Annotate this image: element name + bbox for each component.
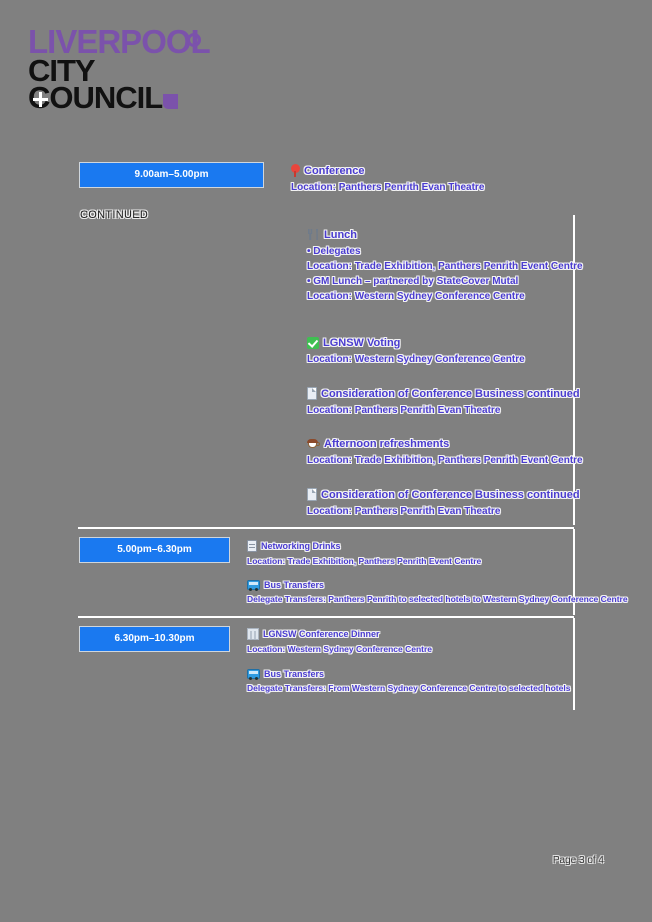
event-title-row: Bus Transfers (247, 669, 570, 680)
time-badge-label: 9.00am–5.00pm (79, 162, 264, 188)
column-rule-bottom (573, 618, 575, 710)
event-title: Consideration of Conference Business con… (321, 387, 580, 400)
event-conference-business-2: Consideration of Conference Business con… (307, 488, 580, 517)
event-title: LGNSW Voting (323, 337, 401, 349)
building-icon (247, 628, 259, 640)
event-location: Location: Panthers Penrith Evan Theatre (291, 182, 485, 193)
logo-text-council: COUNCIL (28, 79, 163, 115)
logo-line-council: COUNCIL (28, 82, 179, 113)
section-divider-1 (78, 527, 574, 529)
event-location: Location: Trade Exhibition, Panthers Pen… (307, 261, 583, 272)
event-title-row: Networking Drinks (247, 540, 481, 552)
drink-icon (247, 540, 257, 552)
event-title-row: Consideration of Conference Business con… (307, 488, 580, 501)
event-location: Delegate Transfers: From Western Sydney … (247, 683, 571, 693)
logo-square-mark (163, 94, 179, 110)
event-location: Location: Panthers Penrith Evan Theatre (307, 405, 501, 416)
event-afternoon-refreshments: Afternoon refreshments Location: Trade E… (307, 438, 583, 466)
event-title-row: Bus Transfers (247, 580, 628, 591)
section-divider-2 (78, 616, 574, 618)
event-title-row: Afternoon refreshments (307, 438, 583, 450)
time-badge-block-4: 6.30pm–10.30pm (79, 626, 230, 652)
event-location: Location: Western Sydney Conference Cent… (307, 354, 525, 365)
event-title-row: LGNSW Conference Dinner (247, 628, 432, 640)
event-title: LGNSW Conference Dinner (263, 629, 380, 639)
logo-circle-mark (186, 33, 201, 47)
event-title: Networking Drinks (261, 541, 341, 551)
event-title-row: Lunch (307, 228, 583, 241)
event-lunch: Lunch • Delegates Location: Trade Exhibi… (307, 228, 583, 303)
bus-icon (247, 580, 260, 591)
logo-line-liverpool: LIVERPOOL (28, 25, 211, 58)
event-location: Location: Panthers Penrith Evan Theatre (307, 506, 501, 517)
event-location: Location: Western Sydney Conference Cent… (307, 291, 525, 302)
document-icon (307, 387, 317, 400)
event-title: Lunch (324, 228, 357, 241)
time-badge-block-3: 5.00pm–6.30pm (79, 537, 230, 563)
event-location: Location: Western Sydney Conference Cent… (247, 644, 432, 654)
event-title: Bus Transfers (264, 669, 325, 679)
event-title: Conference (304, 164, 365, 177)
event-title: Consideration of Conference Business con… (321, 488, 580, 501)
event-location: Location: Trade Exhibition, Panthers Pen… (307, 455, 583, 466)
time-badge-block-1: 9.00am–5.00pm (79, 162, 264, 188)
logo-line-city: CITY (28, 53, 96, 88)
map-pin-icon (291, 164, 300, 177)
event-title: Bus Transfers (264, 580, 325, 590)
event-subitem: • Delegates (307, 246, 361, 257)
event-bus-transfers-1: Bus Transfers Delegate Transfers: Panthe… (247, 580, 628, 604)
coffee-cup-icon (307, 438, 320, 450)
bus-icon (247, 669, 260, 680)
event-bus-transfers-2: Bus Transfers Delegate Transfers: From W… (247, 669, 570, 693)
event-lgnsw-voting: LGNSW Voting Location: Western Sydney Co… (307, 337, 525, 365)
continued-label: CONTINUED (80, 209, 149, 221)
document-icon (307, 488, 317, 501)
event-networking-drinks: Networking Drinks Location: Trade Exhibi… (247, 540, 481, 566)
column-rule-mid (573, 529, 575, 615)
event-conference-business-1: Consideration of Conference Business con… (307, 387, 580, 416)
logo-text-liverpool: LIVERPOOL (28, 23, 211, 60)
event-conference-dinner: LGNSW Conference Dinner Location: Wester… (247, 628, 432, 654)
event-subitem: • GM Lunch – partnered by StateCover Mut… (307, 276, 519, 287)
checkbox-icon (307, 337, 319, 349)
page-footer: Page 3 of 4 (552, 855, 604, 866)
event-location: Delegate Transfers: Panthers Penrith to … (247, 594, 628, 604)
event-title: Afternoon refreshments (324, 438, 450, 450)
event-conference: Conference Location: Panthers Penrith Ev… (291, 164, 484, 193)
event-title-row: LGNSW Voting (307, 337, 525, 349)
event-title-row: Consideration of Conference Business con… (307, 387, 580, 400)
time-badge-label: 6.30pm–10.30pm (79, 626, 230, 652)
liverpool-city-council-logo: LIVERPOOL CITY COUNCIL (28, 25, 211, 113)
event-location: Location: Trade Exhibition, Panthers Pen… (247, 556, 482, 566)
time-badge-label: 5.00pm–6.30pm (79, 537, 230, 563)
column-rule-top (573, 215, 575, 525)
logo-plus-mark (33, 91, 48, 107)
event-title-row: Conference (291, 164, 484, 177)
cutlery-icon (307, 228, 320, 241)
